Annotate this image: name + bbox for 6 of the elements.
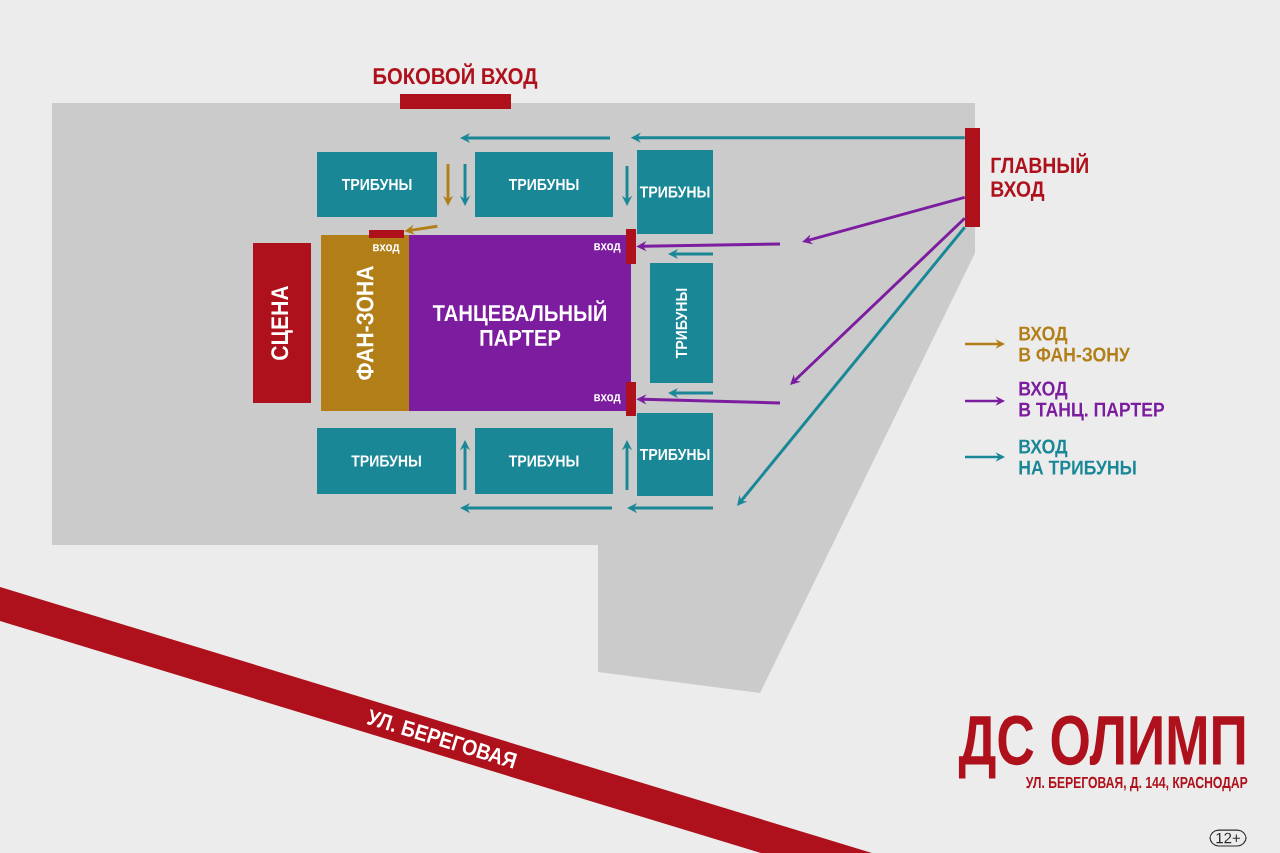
entrance-label: ГЛАВНЫЙ ВХОД (991, 152, 1088, 202)
legend-label: ВХОД НА ТРИБУНЫ (1019, 439, 1136, 475)
age-rating: 12+ (1209, 829, 1247, 847)
legend-label: ВХОД В ТАНЦ. ПАРТЕР (1019, 381, 1165, 421)
entrance-label: БОКОВОЙ ВХОД (373, 63, 538, 89)
legend-label: ВХОД В ФАН-ЗОНУ (1019, 326, 1131, 362)
